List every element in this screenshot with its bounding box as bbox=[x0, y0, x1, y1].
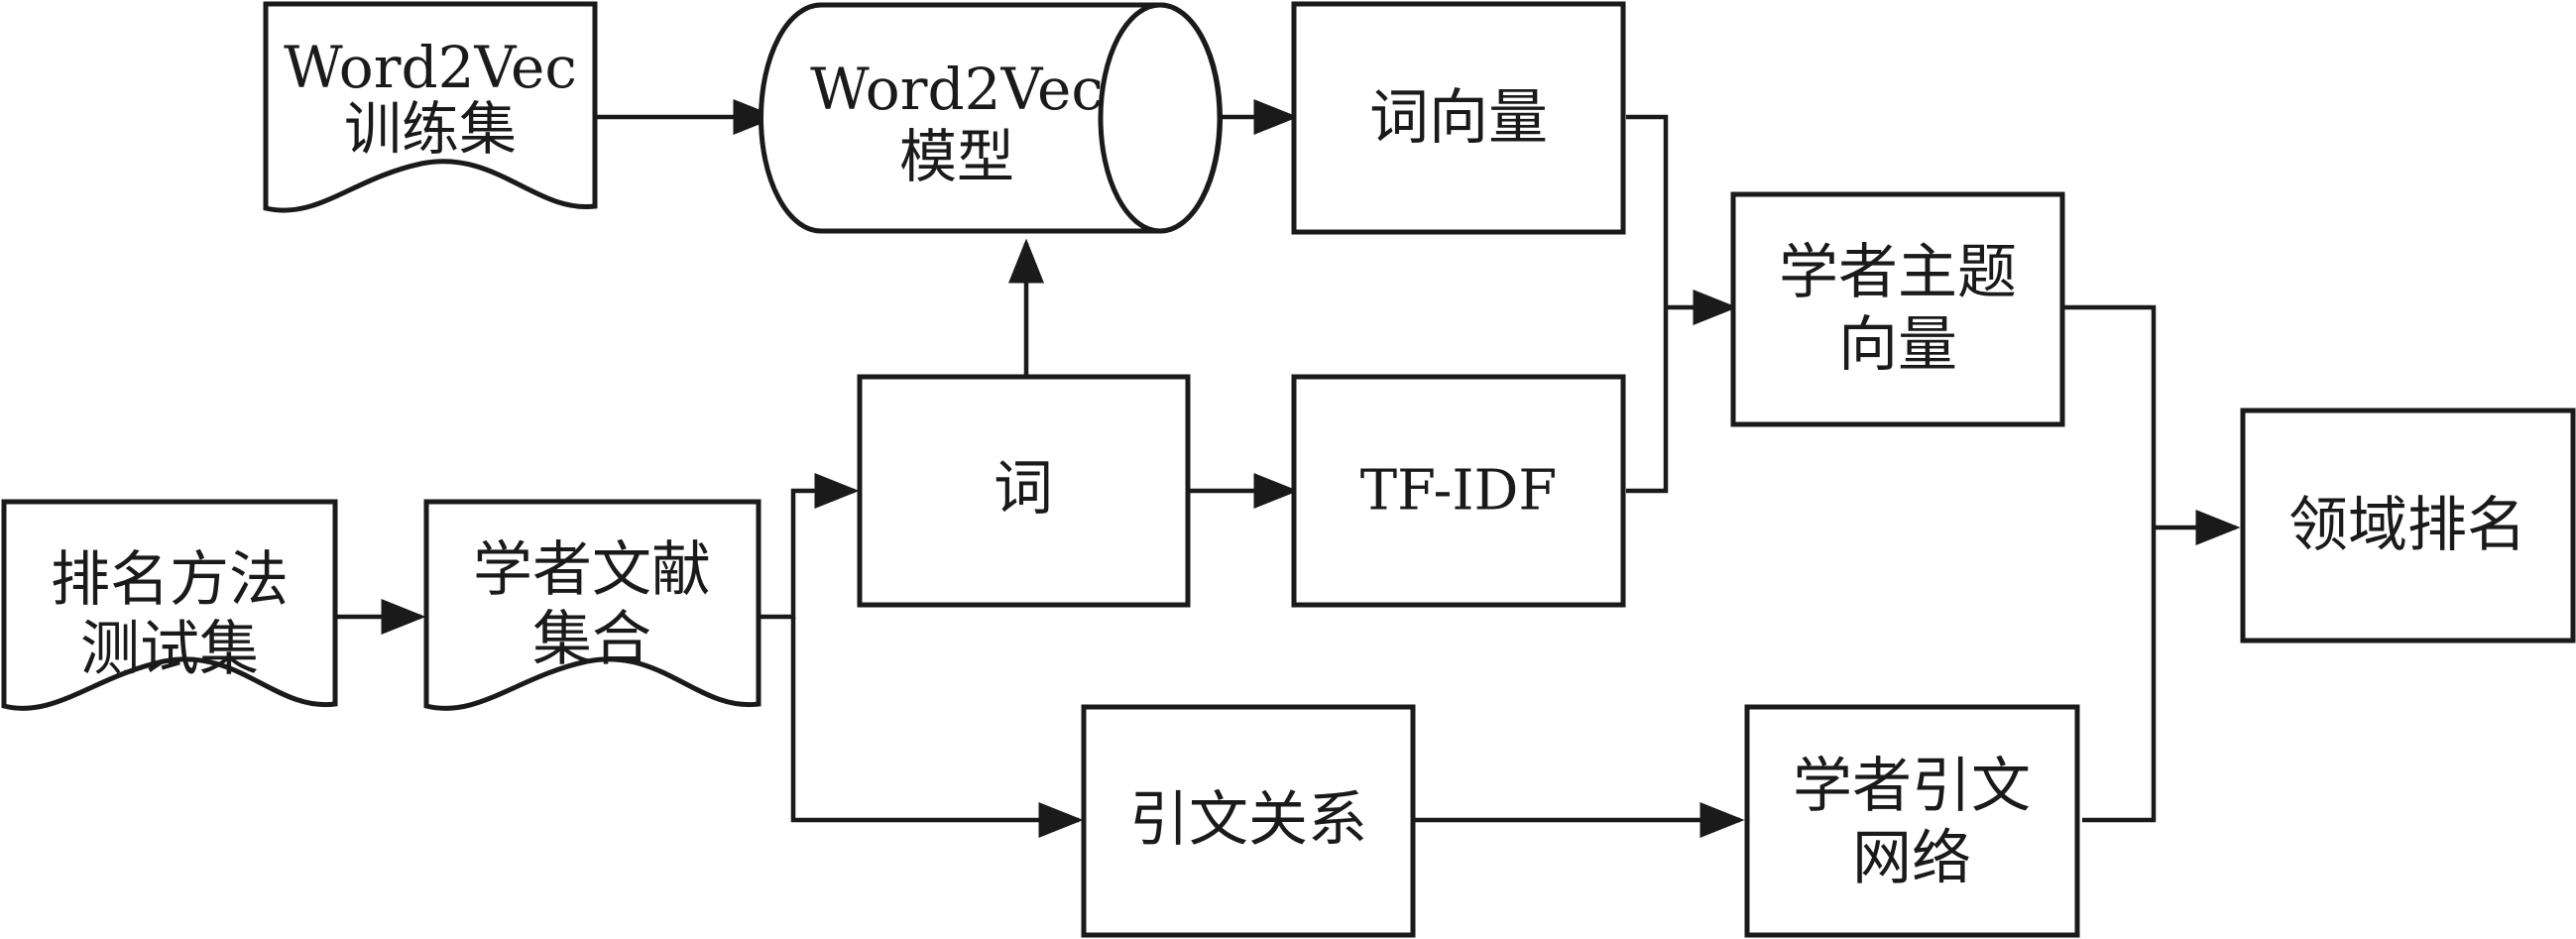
documents-shape bbox=[423, 499, 761, 711]
node-train-set: Word2Vec 训练集 bbox=[263, 1, 598, 213]
model-label-1: Word2Vec bbox=[810, 56, 1104, 123]
word-label: 词 bbox=[994, 454, 1053, 524]
node-domain-rank: 领域排名 bbox=[2240, 408, 2576, 644]
citation-label: 引文关系 bbox=[1129, 785, 1367, 855]
node-topic-vector: 学者主题 向量 bbox=[1730, 191, 2065, 427]
word-box bbox=[857, 374, 1191, 608]
node-documents: 学者文献 集合 bbox=[423, 499, 761, 711]
node-citation: 引文关系 bbox=[1081, 704, 1416, 938]
network-box bbox=[1744, 704, 2080, 938]
train-set-label-1: Word2Vec bbox=[284, 34, 577, 101]
line-merge-wordvector-tfidf bbox=[1626, 114, 1669, 494]
domain-rank-box bbox=[2240, 408, 2576, 644]
node-network: 学者引文 网络 bbox=[1744, 704, 2080, 938]
node-word: 词 bbox=[857, 374, 1191, 608]
node-test-set: 排名方法 测试集 bbox=[1, 499, 338, 711]
node-tfidf: TF-IDF bbox=[1291, 374, 1626, 608]
arrow-documents-to-citation bbox=[790, 617, 1084, 838]
network-label-2: 网络 bbox=[1852, 824, 1971, 893]
documents-label-2: 集合 bbox=[532, 605, 651, 674]
tfidf-box bbox=[1291, 374, 1626, 608]
test-set-label-1: 排名方法 bbox=[51, 545, 289, 615]
node-word-vector: 词向量 bbox=[1291, 1, 1626, 235]
test-set-shape bbox=[1, 499, 338, 711]
line-merge-topic-network bbox=[2062, 304, 2157, 823]
topic-vector-label-2: 向量 bbox=[1838, 310, 1957, 380]
train-set-label-2: 训练集 bbox=[344, 95, 517, 163]
topic-vector-box bbox=[1730, 191, 2065, 427]
word-vector-label: 词向量 bbox=[1369, 83, 1548, 153]
network-label-1: 学者引文 bbox=[1793, 752, 2031, 821]
connectors bbox=[337, 99, 2241, 838]
model-label-2: 模型 bbox=[899, 123, 1014, 190]
topic-vector-label-1: 学者主题 bbox=[1779, 238, 2017, 307]
documents-label-1: 学者文献 bbox=[473, 535, 711, 605]
word-vector-box bbox=[1291, 1, 1626, 235]
test-set-label-2: 测试集 bbox=[80, 615, 259, 684]
tfidf-label: TF-IDF bbox=[1360, 459, 1558, 524]
train-set-shape bbox=[263, 1, 598, 213]
model-cylinder-cap bbox=[1098, 2, 1223, 234]
citation-box bbox=[1081, 704, 1416, 938]
domain-rank-label: 领域排名 bbox=[2288, 491, 2526, 560]
node-model: Word2Vec 模型 bbox=[759, 2, 1223, 234]
arrow-documents-to-word bbox=[759, 473, 860, 620]
